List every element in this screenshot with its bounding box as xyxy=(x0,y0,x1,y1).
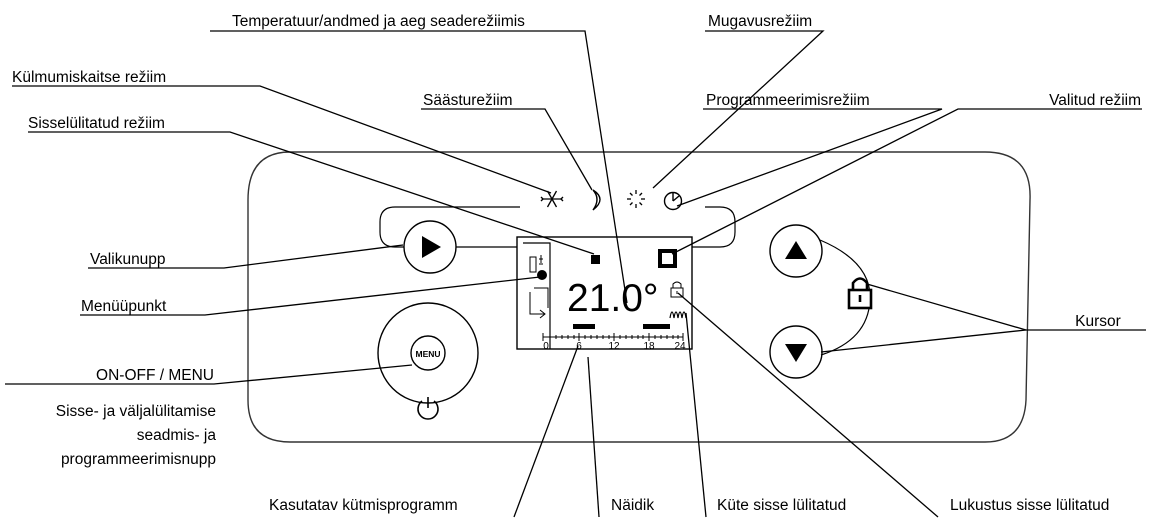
label-selected-mode: Valitud režiim xyxy=(1049,92,1141,109)
label-on-off-menu: ON-OFF / MENU xyxy=(96,367,214,384)
time-scale xyxy=(542,333,684,341)
label-power-desc-line1: Sisse- ja väljalülitamise xyxy=(56,403,216,420)
label-eco-mode: Säästurežiim xyxy=(423,92,513,109)
program-bar xyxy=(573,324,595,329)
scale-label: 18 xyxy=(643,341,655,352)
menu-button-label: MENU xyxy=(415,349,440,359)
label-on-mode: Sisselülitatud režiim xyxy=(28,115,165,132)
selected-mode-indicator xyxy=(658,249,677,268)
label-menu-item: Menüüpunkt xyxy=(81,298,167,315)
label-power-desc-line3: programmeerimisnupp xyxy=(61,451,216,468)
on-mode-indicator xyxy=(591,255,600,264)
heating-coil-icon xyxy=(669,311,687,319)
label-frost-mode: Külmumiskaitse režiim xyxy=(12,69,166,86)
sun-icon xyxy=(627,190,645,208)
down-arrow-icon xyxy=(785,344,807,362)
menu-item-dot xyxy=(537,270,547,280)
up-arrow-icon xyxy=(785,241,807,259)
scale-label: 0 xyxy=(543,341,549,352)
lock-indicator-icon xyxy=(670,281,684,298)
leader-lines xyxy=(5,30,1146,518)
label-select-button: Valikunupp xyxy=(90,251,166,268)
scale-label: 24 xyxy=(674,341,686,352)
label-lock-on: Lukustus sisse lülitatud xyxy=(950,497,1109,514)
label-display: Näidik xyxy=(611,497,654,514)
moon-icon xyxy=(592,189,601,211)
padlock-icon xyxy=(847,277,873,310)
thermometer-icon xyxy=(529,255,543,273)
up-button[interactable] xyxy=(769,224,823,278)
scale-label: 12 xyxy=(608,341,620,352)
label-heating-program: Kasutatav kütmisprogramm xyxy=(269,497,458,514)
label-temp-data-time: Temperatuur/andmed ja aeg seaderežiimis xyxy=(232,13,525,30)
label-comfort-mode: Mugavusrežiim xyxy=(708,13,812,30)
scale-label: 6 xyxy=(576,341,582,352)
label-heating-on: Küte sisse lülitatud xyxy=(717,497,846,514)
program-bar xyxy=(643,324,670,329)
temperature-readout: 21.0° xyxy=(567,277,659,320)
select-button[interactable] xyxy=(403,220,457,274)
label-power-desc-line2: seadmis- ja xyxy=(137,427,217,444)
power-icon[interactable] xyxy=(417,397,439,420)
snowflake-icon xyxy=(540,190,564,208)
cycle-icon xyxy=(529,287,549,319)
label-cursor: Kursor xyxy=(1075,313,1121,330)
label-program-mode: Programmeerimisrežiim xyxy=(706,92,870,109)
down-button[interactable] xyxy=(769,325,823,379)
menu-button[interactable]: MENU xyxy=(377,302,479,404)
lcd-display: 21.0° 0 6 12 18 24 xyxy=(516,236,693,352)
play-icon xyxy=(422,236,441,258)
callout-labels: Temperatuur/andmed ja aeg seaderežiimis … xyxy=(12,13,1141,514)
clock-icon xyxy=(663,191,683,211)
